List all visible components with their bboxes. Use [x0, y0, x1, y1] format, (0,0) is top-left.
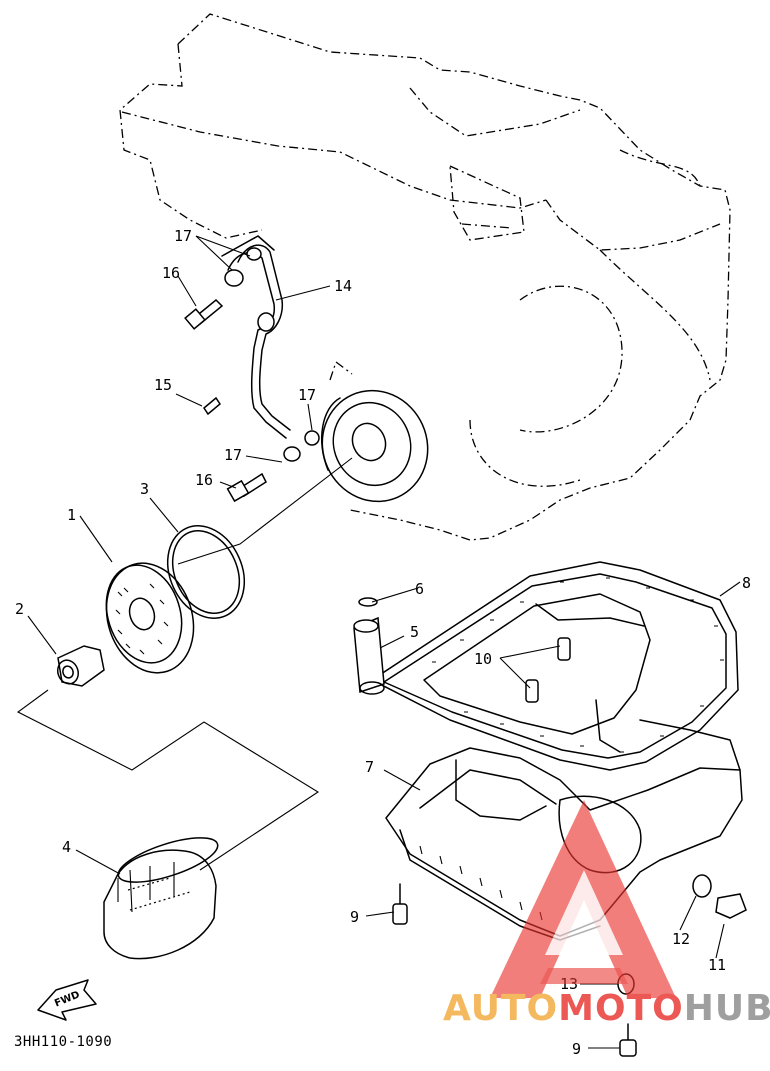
- callout-16-lower: 16: [195, 471, 213, 489]
- callout-15: 15: [154, 376, 172, 394]
- callout-9-left: 9: [350, 908, 359, 926]
- callout-1: 1: [67, 506, 76, 524]
- drain-plug-11: [715, 893, 747, 919]
- oil-filter-4: [103, 837, 219, 960]
- leader-lines: [27, 235, 741, 1049]
- callout-17-upper: 17: [174, 227, 192, 245]
- oil-pan-7: [385, 699, 743, 941]
- fwd-label: FWD: [53, 989, 81, 1009]
- union-bolt-lower: [226, 472, 267, 503]
- o-ring-6: [358, 597, 378, 607]
- callout-16-upper: 16: [162, 264, 180, 282]
- pipe-bolt: [203, 396, 221, 416]
- diagram-code: 3HH110-1090: [14, 1034, 112, 1050]
- oil-cooler-pipe: [221, 235, 320, 462]
- union-bolt-upper: [184, 298, 224, 330]
- svg-text:AUTOMOTOHUB: AUTOMOTOHUB: [443, 988, 770, 1029]
- watermark-moto: MOTO: [558, 988, 684, 1029]
- callout-9-bottom: 9: [572, 1040, 581, 1058]
- washer-12: [692, 874, 712, 898]
- callout-2: 2: [15, 600, 24, 618]
- callout-labels: 1 2 3 4 5 6 7 8 9 9 10 11 12 13 14 15 16…: [14, 227, 751, 1058]
- relief-valve-5: [353, 616, 385, 695]
- callout-7: 7: [365, 758, 374, 776]
- oil-cooler-1: [105, 562, 195, 674]
- callout-14: 14: [334, 277, 352, 295]
- callout-17-middle: 17: [224, 446, 242, 464]
- callout-8: 8: [742, 574, 751, 592]
- callout-11: 11: [708, 956, 726, 974]
- dowel-pins-10: [525, 637, 571, 703]
- callout-5: 5: [410, 623, 419, 641]
- watermark-triangle-logo: [490, 800, 676, 998]
- assembly-guide-lines: [16, 457, 353, 871]
- engine-block-outline: [119, 13, 731, 541]
- watermark-hub: HUB: [684, 988, 770, 1029]
- automotohub-watermark: AUTOMOTOHUB: [443, 800, 770, 1029]
- oil-pan-gasket-8: [371, 561, 739, 771]
- callout-17-right: 17: [298, 386, 316, 404]
- callout-3: 3: [140, 480, 149, 498]
- forward-direction-arrow: [37, 979, 97, 1021]
- callout-4: 4: [62, 838, 71, 856]
- callout-12: 12: [672, 930, 690, 948]
- callout-6: 6: [415, 580, 424, 598]
- union-bolt-2: [56, 645, 105, 687]
- o-ring-3: [167, 525, 245, 619]
- watermark-auto: AUTO: [443, 988, 558, 1029]
- filter-mount-boss: [321, 389, 429, 503]
- callout-10: 10: [474, 650, 492, 668]
- pan-bolt-9-left: [392, 883, 408, 925]
